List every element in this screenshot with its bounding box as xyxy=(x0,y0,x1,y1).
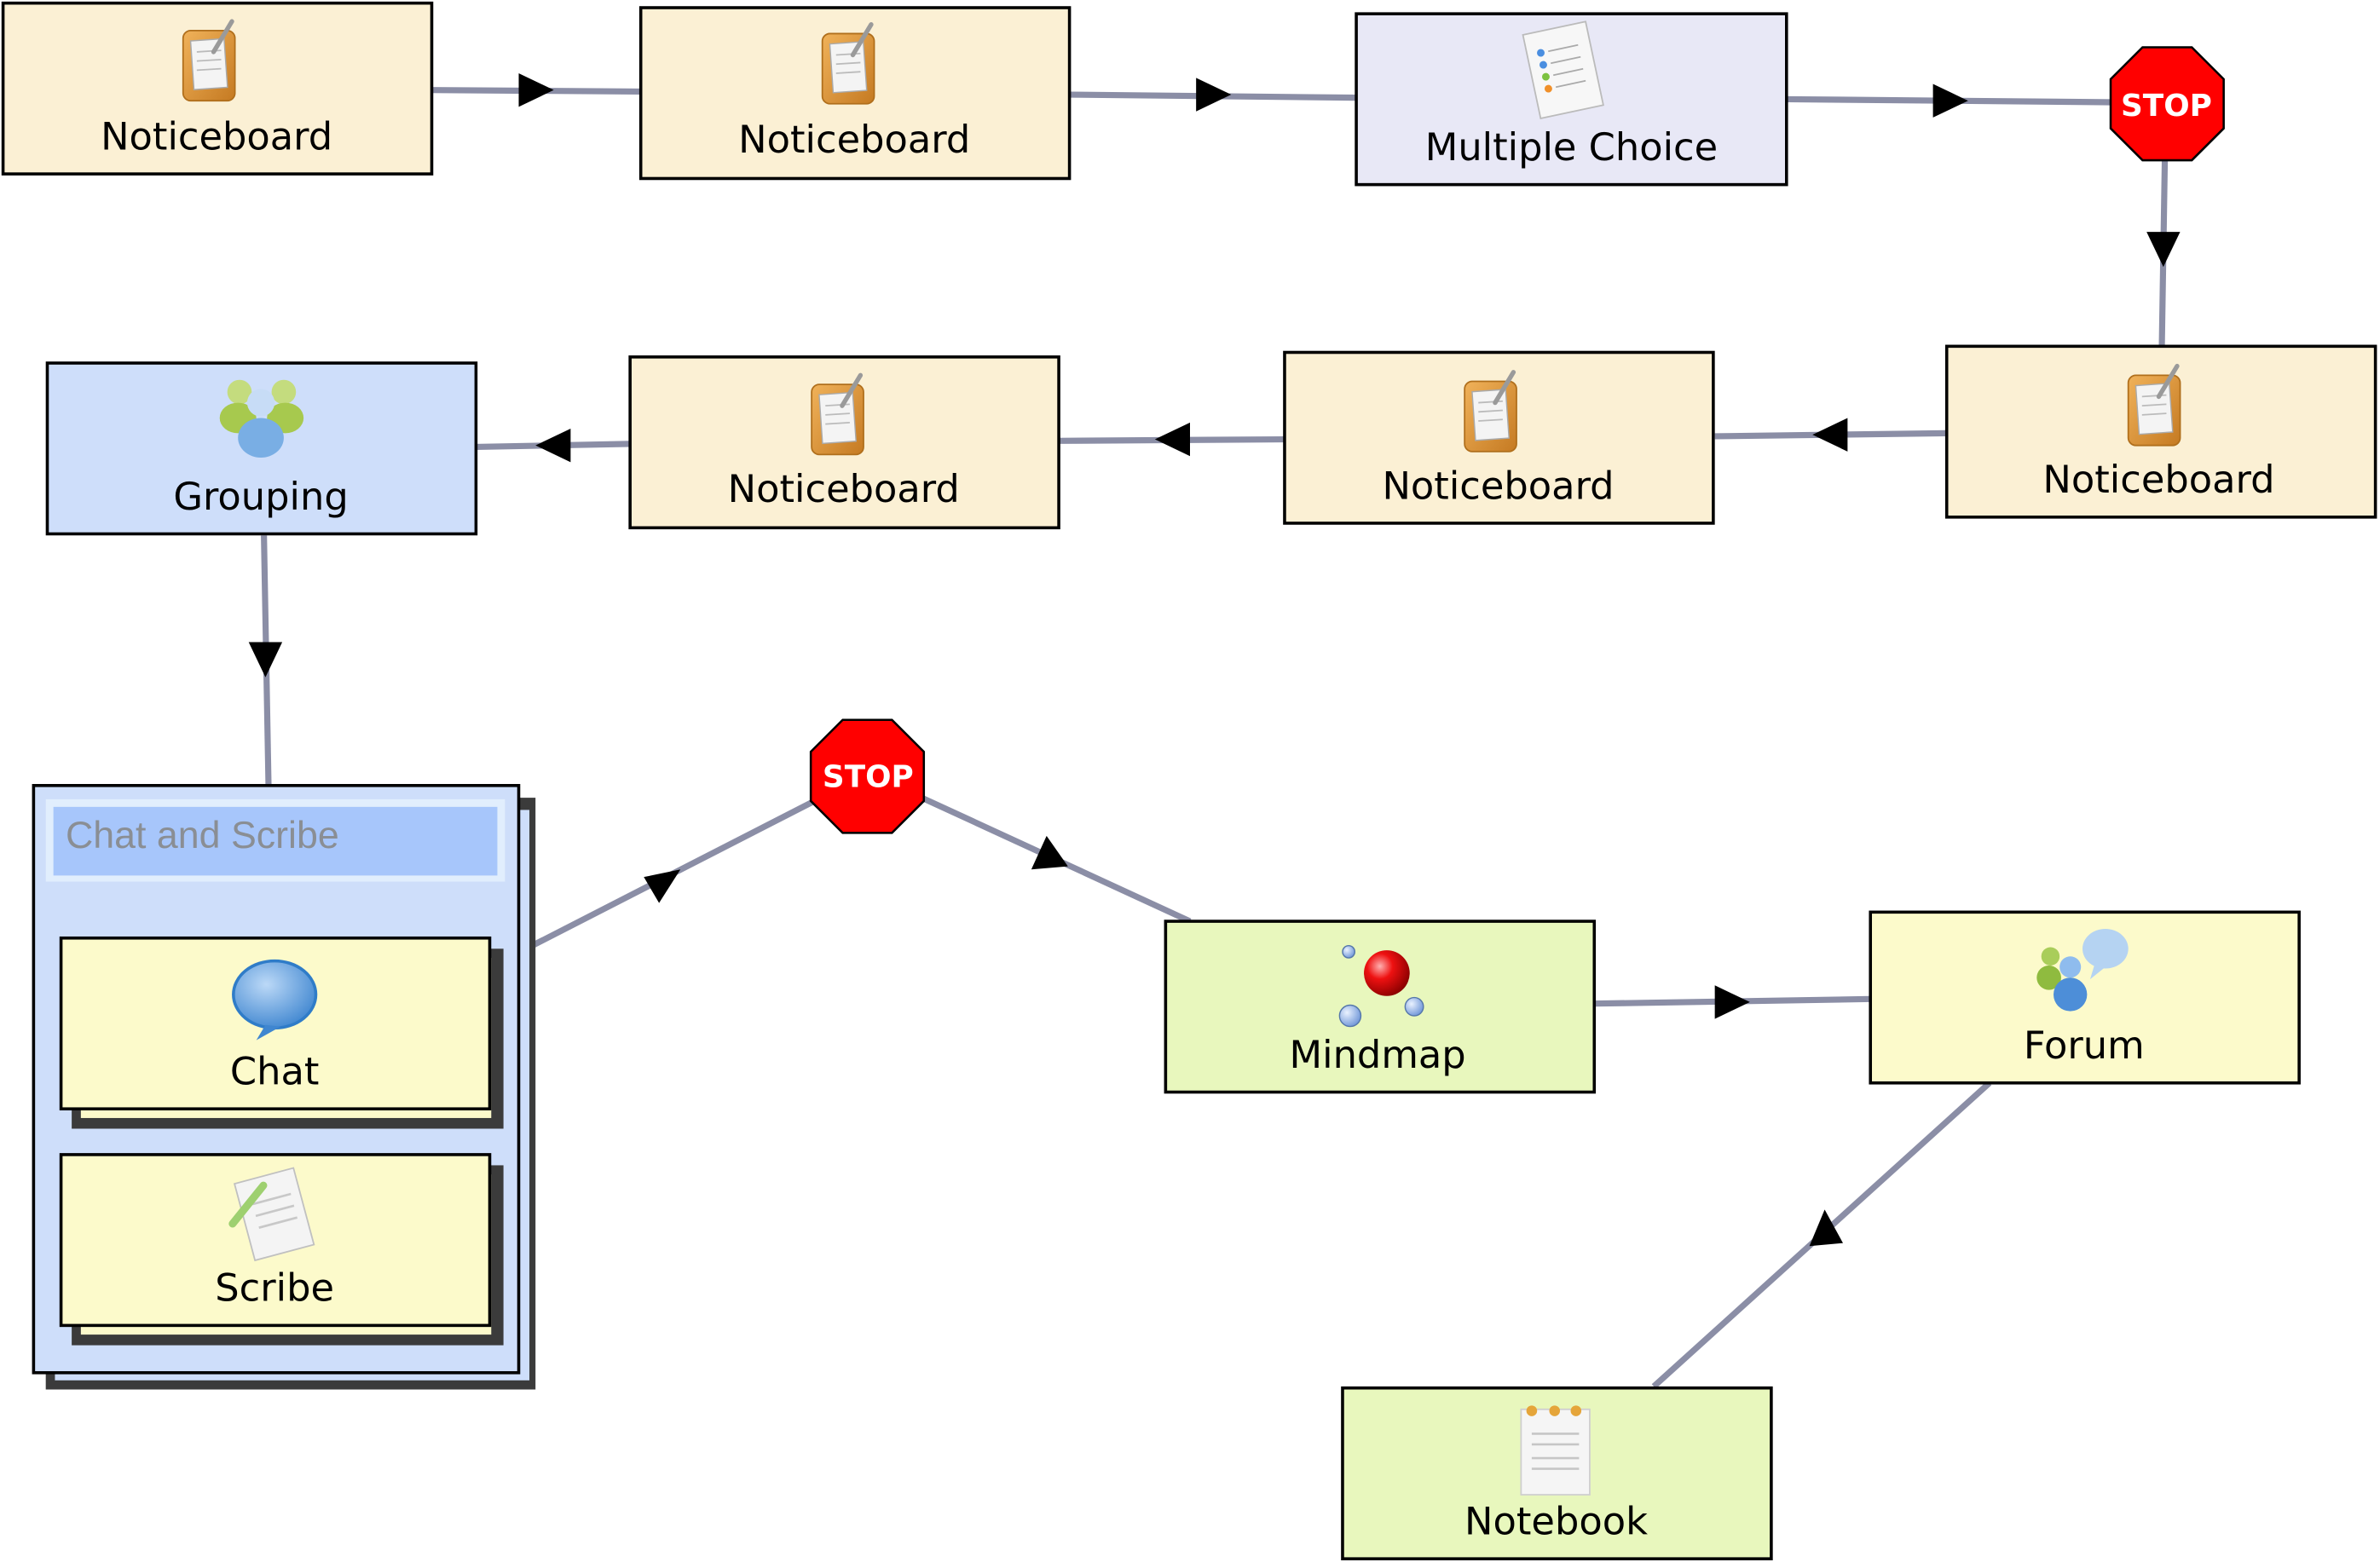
activity-label: Noticeboard xyxy=(2042,457,2274,502)
noticeboard-icon xyxy=(823,25,875,104)
noticeboard-icon xyxy=(183,21,235,101)
activity-label: Noticeboard xyxy=(738,117,970,162)
noticeboard-icon xyxy=(2129,366,2181,446)
activity-label: Forum xyxy=(2024,1023,2145,1068)
activity-label: Grouping xyxy=(173,474,348,519)
activity-label: Notebook xyxy=(1464,1499,1648,1544)
arrow-icon xyxy=(1714,985,1750,1019)
arrow-icon xyxy=(1196,78,1232,112)
activity-noticeboard-5[interactable]: Noticeboard xyxy=(628,355,1060,530)
multiple-choice-icon xyxy=(1522,20,1604,119)
arrow-icon xyxy=(1154,422,1190,457)
activity-label: Noticeboard xyxy=(101,113,332,159)
stop-point-1[interactable]: STOP xyxy=(2109,46,2225,162)
activity-group-chat-and-scribe[interactable]: Chat and Scribe Chat Scribe xyxy=(32,784,536,1390)
activity-noticeboard-3[interactable]: Noticeboard xyxy=(1944,344,2377,519)
arrow-icon xyxy=(1809,1209,1844,1247)
activity-label: Mindmap xyxy=(1290,1032,1466,1077)
activity-label: Scribe xyxy=(215,1265,334,1311)
activity-scribe[interactable]: Scribe xyxy=(59,1153,504,1346)
activity-label: Multiple Choice xyxy=(1425,124,1718,170)
arrow-icon xyxy=(644,869,681,903)
activity-noticeboard-2[interactable]: Noticeboard xyxy=(638,6,1072,181)
arrow-icon xyxy=(518,72,554,107)
activity-box xyxy=(1164,919,1597,1094)
chat-bubble-icon xyxy=(232,959,318,1041)
group-header xyxy=(53,806,498,876)
grouping-icon xyxy=(219,379,304,458)
activity-mindmap[interactable]: Mindmap xyxy=(1164,919,1597,1094)
activity-notebook[interactable]: Notebook xyxy=(1341,1386,1773,1560)
activity-forum[interactable]: Forum xyxy=(1869,910,2301,1085)
noticeboard-icon xyxy=(1464,372,1516,452)
forum-icon xyxy=(2036,929,2129,1012)
activity-chat[interactable]: Chat xyxy=(59,936,504,1129)
arrow-icon xyxy=(535,428,571,463)
activity-multiple-choice[interactable]: Multiple Choice xyxy=(1355,12,1788,187)
stop-label: STOP xyxy=(823,760,914,795)
arrow-icon xyxy=(2146,232,2181,268)
arrow-icon xyxy=(1932,84,1968,118)
arrow-icon xyxy=(1031,835,1068,870)
mindmap-icon xyxy=(1338,944,1424,1028)
activity-noticeboard-1[interactable]: Noticeboard xyxy=(1,1,434,176)
edges xyxy=(248,72,2181,1389)
scribe-icon xyxy=(228,1167,315,1262)
activity-grouping[interactable]: Grouping xyxy=(45,361,478,536)
stop-label: STOP xyxy=(2121,89,2212,124)
notebook-icon xyxy=(1520,1405,1591,1496)
stop-point-2[interactable]: STOP xyxy=(809,718,926,834)
arrow-icon xyxy=(1812,418,1848,452)
activity-noticeboard-4[interactable]: Noticeboard xyxy=(1283,350,1715,525)
arrow-icon xyxy=(248,642,283,677)
activity-label: Noticeboard xyxy=(1382,463,1614,508)
activity-label: Chat xyxy=(230,1049,320,1094)
noticeboard-icon xyxy=(812,375,864,454)
group-title: Chat and Scribe xyxy=(66,814,339,856)
activity-label: Noticeboard xyxy=(728,466,960,511)
